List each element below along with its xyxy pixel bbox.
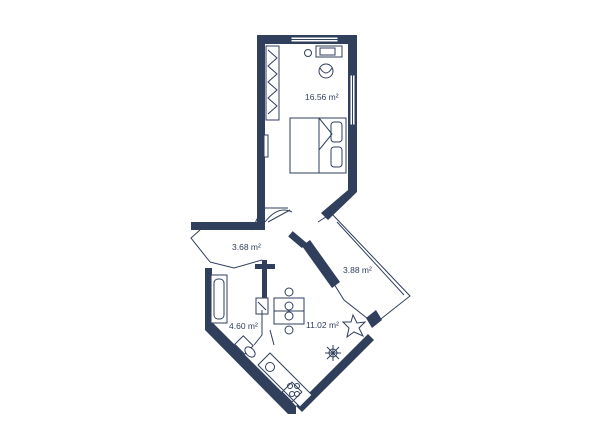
desk [304,45,343,58]
light-icon [325,345,341,361]
wall-partition-left [262,260,267,310]
dining-table [273,287,305,335]
balcony-outline [331,213,411,327]
double-bed [289,117,347,174]
wall-entrance [191,222,265,230]
wardrobe [265,45,280,121]
toilet [234,335,256,358]
balcony: 3.88 m² [331,213,411,327]
door-entrance [190,229,211,263]
door-bedroom [264,209,293,223]
wall-balcony-separator [302,240,340,288]
wall-lower-left [205,268,296,414]
balcony-area-label: 3.88 m² [343,265,372,275]
kitchen-counter [257,352,313,408]
bathtub [210,274,228,324]
kitchen-living: 11.02 m² [205,231,382,414]
bathroom: 4.60 m² [210,274,275,358]
bathroom-area-label: 4.60 m² [229,321,258,331]
bedroom-area-label: 16.56 m² [305,92,339,102]
hall: 3.68 m² [190,207,333,269]
plant-icon [341,313,367,339]
bedroom: 16.56 m² [257,35,357,223]
wall-divider-short [288,231,307,249]
office-chair [318,63,334,79]
hall-area-label: 3.68 m² [232,242,261,252]
wall-bedroom-left [257,35,265,223]
kitchen-area-label: 11.02 m² [306,320,339,330]
wall-bedroom-diagonal [321,185,357,220]
wall-partition-top [255,264,275,269]
wall-lower-right [296,334,374,412]
wall-balcony-block [366,310,382,328]
wall-shelf [263,134,269,158]
